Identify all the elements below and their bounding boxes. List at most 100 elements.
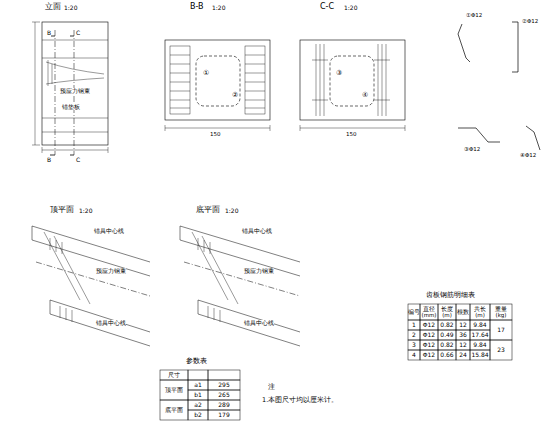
table-cell: 顶平面 [160, 387, 188, 394]
drawing-label: ④Φ12 [520, 152, 536, 158]
table-cell-border [408, 320, 420, 330]
table-cell-border [188, 410, 208, 420]
drawing-label: 锚具中心线 [94, 228, 124, 234]
drawing-label: B [47, 157, 51, 164]
table-cell: 17.64 [470, 332, 490, 339]
drawing-label: 预应力钢束 [60, 88, 90, 94]
table-cell: 尺寸 [160, 372, 188, 379]
drawing-label: 预应力钢束 [96, 268, 126, 274]
table-cell: 179 [208, 412, 240, 419]
table-cell-border [456, 304, 470, 320]
table-cell: Φ12 [420, 342, 438, 349]
table-cell: 9.84 [470, 342, 490, 349]
table-cell-border [208, 380, 240, 390]
table-cell-border [408, 350, 420, 360]
drawing-label: B [47, 30, 51, 37]
drawing-label: 齿板钢筋明细表 [426, 292, 475, 300]
table-cell: 0.82 [438, 322, 456, 329]
drawing-label: ④ [362, 92, 368, 100]
table-cell-border [470, 320, 490, 330]
table-cell-border [420, 340, 438, 350]
table-cell-border [490, 340, 512, 360]
table-cell: a1 [188, 382, 208, 389]
drawing-label: ② [232, 92, 238, 100]
table-cell-border [438, 304, 456, 320]
drawing-label: 1:20 [79, 208, 92, 215]
table-cell-border [408, 330, 420, 340]
drawing-label: 锚具中心线 [242, 228, 272, 234]
table-cell-border [438, 330, 456, 340]
table-cell: 编号 [408, 309, 420, 315]
table-cell: 12 [456, 342, 470, 349]
table-cell: 15.84 [470, 352, 490, 359]
table-cell: Φ12 [420, 322, 438, 329]
table-cell: 2 [408, 332, 420, 339]
drawing-label: ③Φ12 [464, 146, 480, 152]
table-cell-border [188, 390, 208, 400]
table-cell: 17 [490, 327, 512, 334]
drawing-label: 1:20 [225, 208, 238, 215]
drawing-label: C [76, 30, 80, 37]
table-cell: Φ12 [420, 332, 438, 339]
table-cell-border [456, 320, 470, 330]
table-cell-border [490, 320, 512, 340]
drawing-label: ③ [336, 70, 342, 78]
drawing-label: 锚具中心线 [96, 320, 126, 326]
table-cell: 直径(mm) [420, 306, 438, 318]
table-cell-border [470, 330, 490, 340]
table-cell-border [208, 390, 240, 400]
table-cell: 根数 [456, 309, 470, 315]
table-cell-border [420, 350, 438, 360]
table-cell-border [420, 320, 438, 330]
drawing-label: ① [203, 70, 209, 78]
table-cell-border [456, 330, 470, 340]
table-cell-border [420, 330, 438, 340]
drawing-label: 预应力钢束 [244, 268, 274, 274]
drawing-label: C [76, 157, 80, 164]
table-cell: 共长(m) [470, 306, 490, 318]
drawing-label: 注 [268, 384, 275, 391]
table-cell-border [160, 370, 188, 380]
table-cell-border [188, 370, 208, 380]
table-cell-border [160, 380, 188, 400]
table-cell-border [208, 400, 240, 410]
table-cell: Φ12 [420, 352, 438, 359]
drawing-label: 1:20 [64, 5, 77, 12]
table-cell-border [438, 340, 456, 350]
table-cell-border [490, 304, 512, 320]
drawing-label: 1.本图尺寸均以厘米计。 [262, 397, 338, 404]
table-cell: b1 [188, 392, 208, 399]
table-cell: 0.82 [438, 342, 456, 349]
table-cell-border [438, 350, 456, 360]
table-cell: 0.49 [438, 332, 456, 339]
drawing-label: 1:20 [212, 5, 225, 12]
drawing-label: 150 [210, 131, 221, 137]
table-cell-border [188, 380, 208, 390]
table-cell: 底平面 [160, 407, 188, 414]
table-cell: 36 [456, 332, 470, 339]
table-cell-border [470, 340, 490, 350]
drawing-label: B-B [190, 3, 204, 12]
drawing-label: 1:20 [344, 5, 357, 12]
table-cell: a2 [188, 402, 208, 409]
table-cell-border [420, 304, 438, 320]
table-cell: 24 [456, 352, 470, 359]
drawing-label: 参数表 [186, 358, 207, 366]
drawing-label: 立面 [45, 3, 61, 12]
table-cell-border [438, 320, 456, 330]
table-cell-border [160, 400, 188, 420]
table-cell: 4 [408, 352, 420, 359]
table-cell: 265 [208, 392, 240, 399]
drawing-label: 底平面 [196, 206, 220, 215]
table-cell-border [456, 340, 470, 350]
table-cell-border [408, 304, 420, 320]
drawing-label: ①Φ12 [466, 12, 482, 18]
table-cell-border [408, 340, 420, 350]
table-cell: 295 [208, 382, 240, 389]
table-cell: 1 [408, 322, 420, 329]
table-cell-border [470, 304, 490, 320]
table-cell-border [470, 350, 490, 360]
drawing-label: 锚具中心线 [244, 320, 274, 326]
